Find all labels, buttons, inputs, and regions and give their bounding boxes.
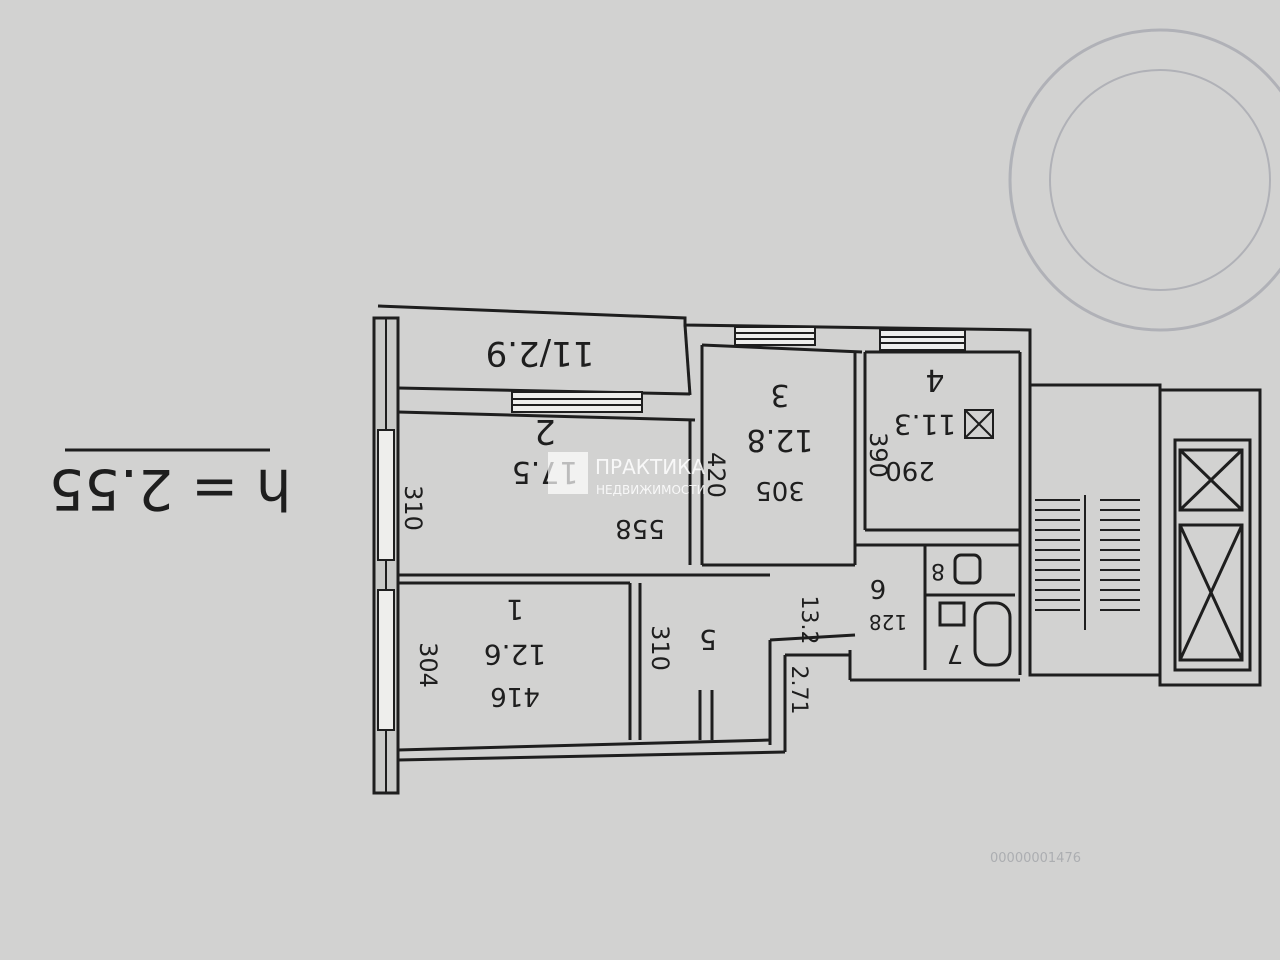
- room1-width: 416: [490, 681, 540, 711]
- room2-top-wall: [397, 410, 696, 422]
- room6-side: 13.2: [796, 596, 821, 645]
- window-room3: [734, 326, 816, 346]
- room4-labels: 290 11.3 4: [885, 362, 956, 485]
- lift-cross: [1178, 524, 1244, 661]
- room7-number: 7: [947, 638, 964, 668]
- height-annotation: h = 2.55: [49, 448, 292, 521]
- room2-side: 310: [399, 485, 427, 531]
- room1-area: 12.6: [484, 638, 546, 671]
- watermark-logo: [548, 452, 588, 494]
- sink: [938, 601, 966, 627]
- room4-width: 290: [885, 455, 935, 485]
- watermark-brand: ПРАКТИКА: [595, 455, 705, 479]
- toilet: [953, 553, 982, 585]
- corridor-wall: [769, 633, 856, 642]
- window-left-2: [377, 589, 395, 731]
- room3-labels: 305 12.8 3: [747, 377, 814, 505]
- room5-number: 5: [699, 623, 717, 656]
- room4-area: 11.3: [894, 408, 956, 441]
- room6-depth: 13.2: [796, 596, 821, 645]
- corridor-label: 2.71: [786, 666, 811, 715]
- room4-depth: 390: [864, 432, 892, 478]
- room2-depth: 310: [399, 485, 427, 531]
- bottom-wall: [397, 738, 771, 752]
- room3-side: 420: [702, 452, 730, 498]
- room1-depth: 304: [414, 642, 442, 688]
- stair-treads: [1035, 495, 1140, 630]
- room3-number: 3: [770, 377, 789, 412]
- room3-area: 12.8: [747, 422, 814, 457]
- height-label: h = 2.55: [49, 456, 292, 521]
- room4-side: 390: [864, 432, 892, 478]
- room7-labels: 7: [947, 638, 964, 668]
- room2-number: 2: [534, 411, 556, 451]
- lift-shaft: [1158, 388, 1262, 687]
- room6-width: 128: [869, 610, 907, 634]
- room5-depth: 310: [646, 625, 674, 671]
- room3-top-wall: [701, 343, 863, 354]
- room6-number: 6: [870, 573, 887, 603]
- room5-labels: 5: [699, 623, 717, 656]
- window-room2: [511, 391, 643, 413]
- lift-cross: [1178, 448, 1244, 512]
- balcony-label: 11/2.9: [486, 333, 595, 373]
- round-stamp: [1008, 28, 1280, 332]
- room3-depth: 420: [702, 452, 730, 498]
- window-left-1: [377, 429, 395, 561]
- room2-width: 558: [615, 513, 665, 543]
- room3-width: 305: [755, 475, 805, 505]
- lift-box-2: [1178, 523, 1244, 662]
- room1-labels: 416 12.6 1: [484, 593, 546, 711]
- room8-labels: 8: [931, 558, 945, 583]
- room6-labels: 6 128: [869, 573, 907, 634]
- room4-number: 4: [925, 362, 944, 397]
- corridor-labels: 2.71: [786, 666, 811, 715]
- room1-side: 304: [414, 642, 442, 688]
- bathtub: [973, 601, 1012, 667]
- balcony-end-wall: [683, 324, 692, 396]
- stamp-code: 00000001476: [990, 851, 1081, 866]
- balcony-label-group: 11/2.9: [486, 333, 595, 373]
- watermark-subtitle: НЕДВИЖИМОСТИ: [596, 483, 706, 497]
- lift-car: [1173, 438, 1252, 672]
- lift-box-1: [1178, 448, 1244, 512]
- windows: [377, 326, 966, 731]
- bottom-wall-outer: [397, 750, 786, 762]
- room8-number: 8: [931, 558, 945, 583]
- room5-side: 310: [646, 625, 674, 671]
- vent-icon: [964, 409, 994, 439]
- watermark: ПРАКТИКА НЕДВИЖИМОСТИ: [548, 452, 706, 497]
- window-room4: [879, 329, 966, 351]
- room1-number: 1: [506, 593, 524, 626]
